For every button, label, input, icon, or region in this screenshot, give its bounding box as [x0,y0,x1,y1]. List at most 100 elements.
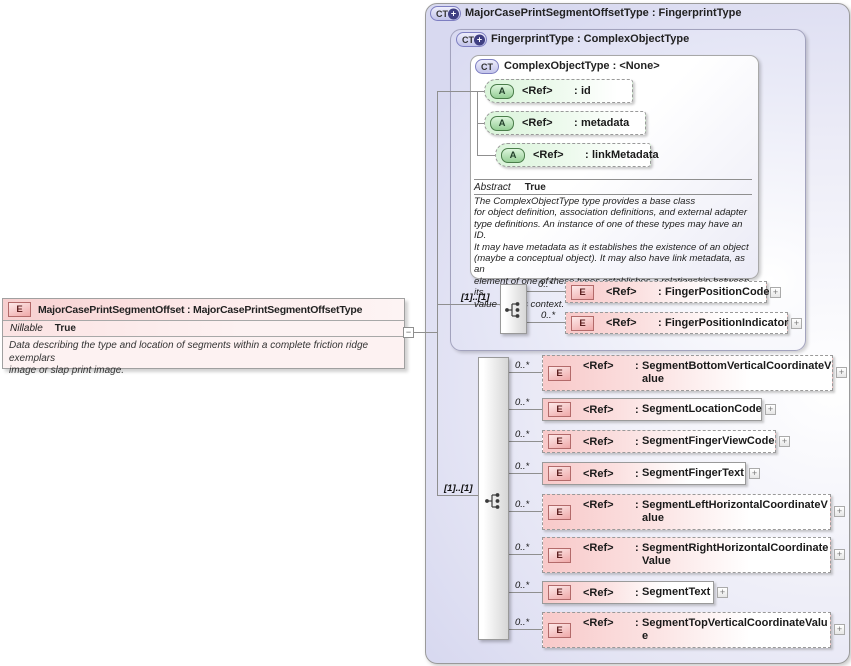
element-name: SegmentFingerViewCode [642,435,775,447]
nillable-value: True [54,323,76,334]
attribute-node-linkmetadata[interactable]: A <Ref> : linkMetadata [495,143,659,167]
fingerprint-type-title: FingerprintType : ComplexObjectType [491,33,690,45]
colon-label: : [658,317,662,329]
connector-line [438,495,478,496]
occurs-label: 0..* [515,397,530,408]
nillable-fact-row: Nillable True [3,321,404,337]
derived-plus-icon: + [474,34,485,45]
ref-label: <Ref> [583,360,614,372]
sequence-indicator[interactable] [478,357,509,640]
element-box-majorcaseprintsegmentoffset[interactable]: E MajorCasePrintSegmentOffset : MajorCas… [2,298,405,376]
connector-line [509,511,542,512]
ref-label: <Ref> [606,286,637,298]
colon-label: : [635,435,639,448]
connector-line [509,372,542,373]
cardinality-label: [1]..[1] [461,292,490,303]
connector-line [478,123,484,124]
element-node-segmentbottomverticalcoordinatevalue[interactable]: E <Ref> : SegmentBottomVerticalCoordinat… [542,355,833,391]
element-box-header: E MajorCasePrintSegmentOffset : MajorCas… [3,299,404,321]
element-badge-icon: E [548,434,571,449]
occurs-label: 0..* [541,310,556,321]
occurs-label: 0..* [538,279,553,290]
colon-label: : [635,617,639,629]
attribute-badge-icon: A [501,147,525,163]
sequence-icon [485,493,500,509]
element-badge-icon: E [548,504,571,520]
colon-label: : [635,499,639,511]
complex-type-badge-icon[interactable]: CT + [430,6,461,21]
complex-type-badge-icon[interactable]: CT [475,59,499,74]
complex-type-badge-icon[interactable]: CT + [456,32,487,47]
derived-plus-icon: + [448,8,459,19]
expand-button[interactable]: + [834,549,845,560]
element-badge-icon: E [548,365,571,381]
colon-label: : [635,360,639,372]
element-box-title: MajorCasePrintSegmentOffset : MajorCaseP… [38,303,363,316]
element-node-segmenttopverticalcoordinatevalue[interactable]: E <Ref> : SegmentTopVerticalCoordinateVa… [542,612,831,648]
element-name: FingerPositionIndicator [665,316,789,329]
connector-line [509,473,542,474]
colon-label: : [574,85,578,97]
expand-button[interactable]: + [834,506,845,517]
nillable-label: Nillable [10,323,43,334]
element-node-segmentfingertext[interactable]: E <Ref> : SegmentFingerText [542,462,746,485]
sequence-icon [505,302,520,318]
connector-line [478,155,495,156]
element-node-fingerpositionindicator[interactable]: E <Ref> : FingerPositionIndicator [565,312,788,334]
ref-label: <Ref> [606,317,637,329]
expand-button[interactable]: + [779,436,790,447]
occurs-label: 0..* [515,542,530,553]
attribute-badge-icon: A [490,83,514,99]
ref-label: <Ref> [583,403,614,416]
element-badge-icon: E [548,466,571,481]
element-name: SegmentText [642,586,711,598]
element-node-segmentlefthorizontalcoordinatevalue[interactable]: E <Ref> : SegmentLeftHorizontalCoordinat… [542,494,831,530]
ref-label: <Ref> [583,586,614,599]
element-node-segmenttext[interactable]: E <Ref> : SegmentText [542,581,714,604]
expand-button[interactable]: + [791,318,802,329]
element-description: Data describing the type and location of… [9,340,369,376]
attribute-node-id[interactable]: A <Ref> : id [484,79,633,103]
sequence-indicator[interactable] [500,284,527,334]
ref-label: <Ref> [522,85,553,97]
connector-line [509,554,542,555]
connector-line [438,91,484,92]
colon-label: : [635,467,639,480]
element-badge-icon: E [548,622,571,638]
expand-button[interactable]: + [834,624,845,635]
element-badge-icon: E [548,547,571,563]
attribute-name: id [581,85,591,97]
attribute-node-metadata[interactable]: A <Ref> : metadata [484,111,646,135]
element-name: SegmentLocationCode [642,403,762,415]
connector-line [509,441,542,442]
element-node-segmentrighthorizontalcoordinatevalue[interactable]: E <Ref> : SegmentRightHorizontalCoordina… [542,537,831,573]
expand-button[interactable]: + [770,287,781,298]
colon-label: : [585,149,589,161]
element-name: SegmentFingerText [642,467,744,479]
expand-button[interactable]: + [765,404,776,415]
element-node-segmentlocationcode[interactable]: E <Ref> : SegmentLocationCode [542,398,762,421]
element-badge-icon: E [8,302,31,317]
element-name: SegmentRightHorizontalCoordinateValue [642,542,829,567]
occurs-label: 0..* [515,360,530,371]
expand-button[interactable]: + [749,468,760,479]
colon-label: : [635,542,639,554]
colon-label: : [574,117,578,129]
occurs-label: 0..* [515,461,530,472]
element-badge-icon: E [548,585,571,600]
attribute-trunk-line [477,91,478,156]
element-node-fingerpositioncode[interactable]: E <Ref> : FingerPositionCode [565,281,770,303]
element-node-segmentfingerviewcode[interactable]: E <Ref> : SegmentFingerViewCode [542,430,776,453]
element-name: SegmentBottomVerticalCoordinateValue [642,360,832,385]
occurs-label: 0..* [515,580,530,591]
colon-label: : [658,286,662,298]
ct-badge-label: CT [436,8,448,19]
ref-label: <Ref> [533,149,564,161]
connector-line [509,592,542,593]
ref-label: <Ref> [583,499,614,511]
collapse-button[interactable]: − [403,327,414,338]
connector-line [509,629,542,630]
expand-button[interactable]: + [717,587,728,598]
expand-button[interactable]: + [836,367,847,378]
